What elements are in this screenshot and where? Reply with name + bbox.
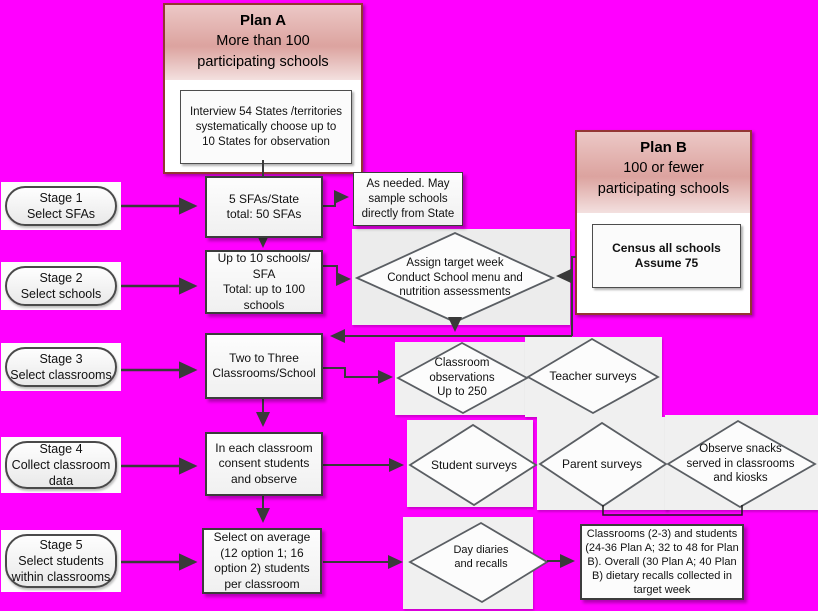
box-schools-per-sfa: Up to 10 schools/ SFA Total: up to 100 s… [205, 250, 323, 314]
decision-assign-week-label: Assign target week Conduct School menu a… [387, 257, 523, 299]
stage4-label: Stage 4 Collect classroom data [5, 441, 117, 489]
plan-b-header: Plan B 100 or fewer participating school… [577, 132, 750, 213]
box-sfas-per-state: 5 SFAs/State total: 50 SFAs [205, 176, 323, 238]
plan-a-header: Plan A More than 100 participating schoo… [165, 5, 361, 80]
diamond-classroom-observations [396, 341, 529, 415]
box-final-summary: Classrooms (2-3) and students (24-36 Pla… [580, 524, 744, 600]
decision-parent-surveys-label: Parent surveys [561, 456, 643, 471]
decision-classroom-observations-label: Classroom observations Up to 250 [429, 357, 495, 399]
box-as-needed: As needed. May sample schools directly f… [353, 172, 463, 226]
plan-b-subtitle: 100 or fewer participating schools [597, 160, 730, 197]
decision-teacher-surveys-label: Teacher surveys [549, 368, 637, 383]
diamond-assign-week [354, 232, 556, 323]
stage5-node: Stage 5 Select students within classroom… [1, 530, 121, 592]
plan-b-title: Plan B [640, 139, 687, 156]
diamond-observe-snacks [666, 419, 817, 509]
connector-planb-down [571, 256, 576, 336]
plan-a-subtitle: More than 100 participating schools [197, 33, 329, 70]
plan-a-title: Plan A [239, 12, 287, 29]
diamond-student-surveys [408, 423, 538, 507]
stage3-node: Stage 3 Select classrooms [1, 343, 121, 391]
plan-b-detail-box: Census all schools Assume 75 [592, 224, 741, 288]
plan-a-detail-box: Interview 54 States /territories systema… [180, 90, 352, 164]
connectors [118, 160, 743, 571]
diamond-parent-surveys [538, 421, 668, 508]
decision-observe-snacks-label: Observe snacks served in classrooms and … [686, 443, 795, 485]
box-students-per-classroom: Select on average (12 option 1; 16 optio… [202, 528, 322, 594]
diamond-teacher-surveys [526, 337, 660, 415]
stage5-label: Stage 5 Select students within classroom… [5, 534, 117, 588]
stage2-label: Stage 2 Select schools [5, 266, 117, 306]
connector-classrooms-to-observations [323, 367, 393, 384]
stage4-node: Stage 4 Collect classroom data [1, 437, 121, 493]
stage3-label: Stage 3 Select classrooms [5, 347, 117, 387]
decision-student-surveys-label: Student surveys [430, 457, 518, 472]
plan-a-container: Plan A More than 100 participating schoo… [163, 3, 363, 174]
box-classrooms-per-school: Two to Three Classrooms/School [205, 333, 323, 399]
connector-surveys-bracket [602, 505, 743, 516]
decision-day-diaries-label: Day diaries and recalls [453, 544, 509, 570]
connector-sfas-to-asneeded [323, 190, 349, 207]
connector-schools-to-assign [323, 265, 351, 286]
stage2-node: Stage 2 Select schools [1, 262, 121, 310]
plan-b-container: Plan B 100 or fewer participating school… [575, 130, 752, 315]
decision-diamonds [354, 232, 817, 604]
box-consent-observe: In each classroom consent students and o… [205, 432, 323, 496]
stage1-node: Stage 1 Select SFAs [1, 182, 121, 230]
stage1-label: Stage 1 Select SFAs [5, 186, 117, 226]
